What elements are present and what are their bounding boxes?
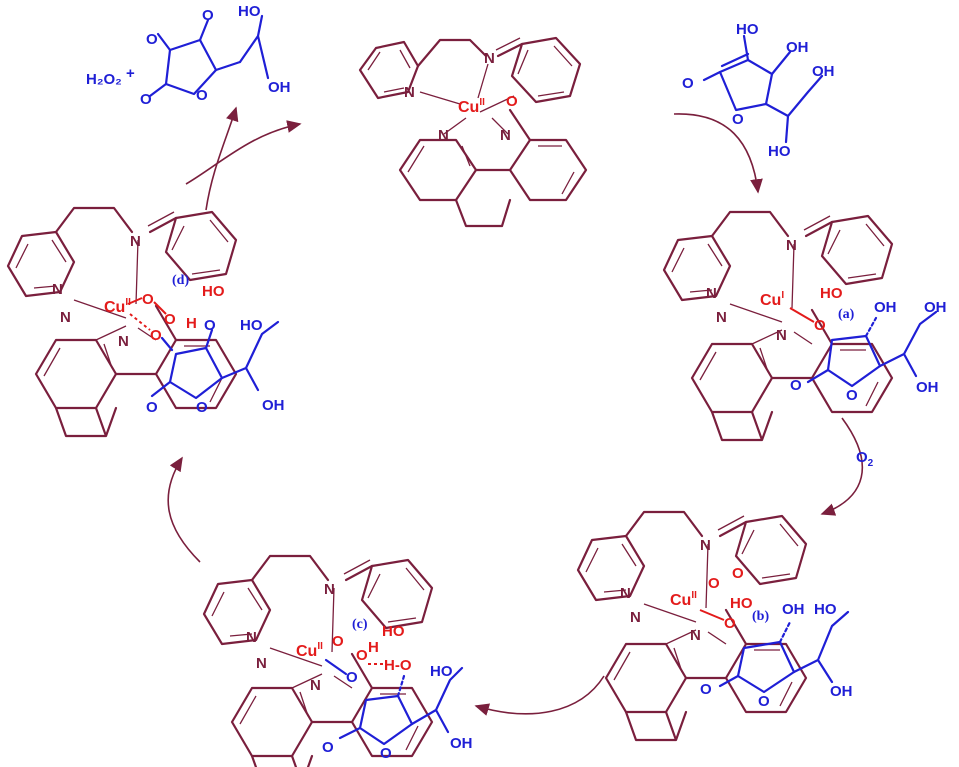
- hydroxyl-label: HO: [240, 317, 263, 334]
- atom-n: N: [324, 581, 335, 598]
- complex-c: N N CuII O O H HO H-O (c) N N O HO O O O…: [202, 554, 473, 767]
- hydroperoxo-h: H: [368, 639, 379, 656]
- complex-d: N N (d) HO CuII O O H O N N O HO O O OH: [6, 206, 285, 438]
- atom-n: N: [630, 609, 641, 626]
- label-d: (d): [172, 273, 189, 288]
- atom-o: O: [724, 615, 736, 632]
- atom-o: O: [140, 91, 152, 108]
- atom-o: O: [380, 745, 392, 762]
- arrow-ascorbate-in: [673, 113, 763, 194]
- atom-o: O: [814, 317, 826, 334]
- atom-n: N: [118, 333, 129, 350]
- copper-center: CuI: [760, 290, 784, 309]
- dehydroascorbic-acid: O O O O HO OH H₂O₂ +: [86, 3, 291, 108]
- phenol-oh: HO: [202, 283, 225, 300]
- arrow-product-release: [205, 106, 239, 211]
- atom-o: O: [732, 565, 744, 582]
- atom-n: N: [52, 281, 63, 298]
- atom-n: N: [706, 285, 717, 302]
- atom-o: O: [682, 75, 694, 92]
- atom-o: O: [708, 575, 720, 592]
- atom-o: O: [732, 111, 744, 128]
- atom-o: O: [142, 291, 154, 308]
- complex-b: N N CuII O O HO N N O (b) OH HO O O OH: [576, 510, 853, 742]
- label-b: (b): [752, 609, 769, 624]
- copper-center: CuII: [296, 641, 323, 660]
- atom-o: O: [196, 87, 208, 104]
- atom-n: N: [256, 655, 267, 672]
- atom-n: N: [620, 585, 631, 602]
- arrow-d-to-top: [185, 120, 302, 185]
- o2-label: O2: [856, 449, 874, 469]
- phenol-oh: HO: [730, 595, 753, 612]
- atom-o: O: [332, 633, 344, 650]
- arrow-b-to-c: [474, 675, 605, 716]
- phenol-oh: HO: [820, 285, 843, 302]
- copper-center: CuII: [458, 97, 485, 116]
- atom-n: N: [310, 677, 321, 694]
- atom-o: O: [700, 681, 712, 698]
- hydroxyl-label: OH: [782, 601, 805, 618]
- hydroxyl-label: HO: [768, 143, 791, 160]
- hydroxyl-label: OH: [916, 379, 939, 396]
- complex-a: N N CuI HO N N O (a) OH OH O O OH: [662, 210, 947, 442]
- hydroxyl-label: OH: [268, 79, 291, 96]
- hydroxyl-label: OH: [874, 299, 897, 316]
- atom-o: O: [146, 399, 158, 416]
- atom-n: N: [438, 127, 449, 144]
- atom-o: O: [758, 693, 770, 710]
- atom-o: O: [506, 93, 518, 110]
- hydroxyl-label: OH: [450, 735, 473, 752]
- atom-n: N: [786, 237, 797, 254]
- label-a: (a): [838, 307, 855, 322]
- atom-n: N: [60, 309, 71, 326]
- arrow-o2-binding: [820, 417, 864, 516]
- atom-o: O: [202, 7, 214, 24]
- hydroxyl-label: OH: [924, 299, 947, 316]
- atom-n: N: [776, 327, 787, 344]
- atom-n: N: [404, 84, 415, 101]
- atom-n: N: [690, 627, 701, 644]
- atom-o: O: [790, 377, 802, 394]
- atom-o: O: [196, 399, 208, 416]
- hydroxyl-label: OH: [786, 39, 809, 56]
- atom-o: O: [846, 387, 858, 404]
- copper-center: CuII: [670, 590, 697, 609]
- copper-center: CuII: [104, 297, 131, 316]
- cycle-arrows: O2: [167, 106, 874, 716]
- hydroxyl-label: HO: [430, 663, 453, 680]
- hydroxyl-label: OH: [812, 63, 835, 80]
- hydroxyl-label: OH: [830, 683, 853, 700]
- label-c: (c): [352, 617, 368, 632]
- hydroxyl-label: HO: [736, 21, 759, 38]
- hydroxyl-label: HO: [814, 601, 837, 618]
- hydrogen-bond-label: H-O: [384, 657, 412, 674]
- top-complex: N N CuII O N N: [358, 36, 588, 228]
- hydroperoxo-h: H: [186, 315, 197, 332]
- atom-n: N: [700, 537, 711, 554]
- atom-o: O: [150, 327, 162, 344]
- atom-n: N: [500, 127, 511, 144]
- atom-n: N: [246, 629, 257, 646]
- atom-o: O: [322, 739, 334, 756]
- hydroxyl-label: OH: [262, 397, 285, 414]
- atom-o: O: [204, 317, 216, 334]
- atom-n: N: [484, 50, 495, 67]
- atom-n: N: [130, 233, 141, 250]
- atom-o: O: [356, 647, 368, 664]
- h2o2-label: H₂O₂ +: [86, 65, 135, 88]
- atom-o: O: [146, 31, 158, 48]
- atom-o: O: [346, 669, 358, 686]
- atom-n: N: [716, 309, 727, 326]
- atom-o: O: [164, 311, 176, 328]
- ascorbic-acid: HO OH O O OH HO: [682, 21, 835, 160]
- hydroxyl-label: HO: [238, 3, 261, 20]
- phenol-oh: HO: [382, 623, 405, 640]
- arrow-c-to-d: [167, 456, 201, 563]
